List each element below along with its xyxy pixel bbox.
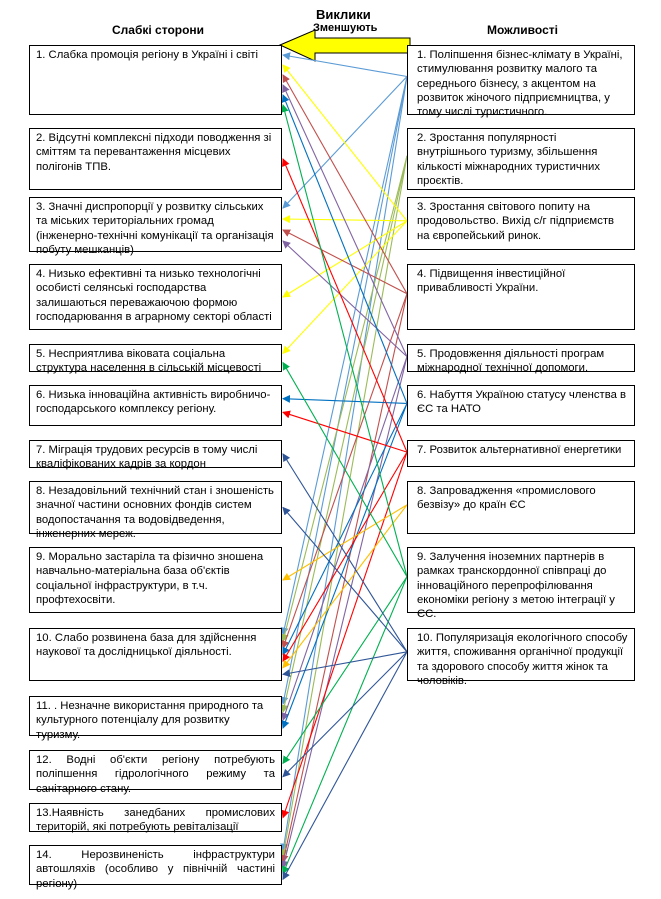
connection-arrow	[282, 651, 408, 778]
weakness-box: 11. . Незначне використання природного т…	[29, 696, 282, 741]
connection-arrow	[282, 504, 408, 581]
connection-arrow	[280, 293, 408, 864]
connection-arrow	[282, 453, 408, 653]
weakness-box: 12. Водні об'єкти регіону потребують пол…	[29, 750, 282, 795]
connection-arrow	[282, 74, 408, 294]
connection-arrow	[282, 158, 408, 453]
opportunity-box: 3. Зростання світового попиту на продово…	[407, 197, 635, 250]
weakness-box: 9. Морально застаріла та фізично зношена…	[29, 547, 282, 613]
connection-arrow	[281, 293, 408, 649]
connection-arrow	[281, 403, 408, 729]
weakness-box: 14. Нерозвиненість інфраструктури автошл…	[29, 845, 282, 890]
connection-arrow	[282, 576, 408, 765]
weakness-box: 13.Наявність занедбаних промислових тери…	[29, 803, 282, 833]
connection-arrow	[282, 52, 408, 78]
weaknesses-heading: Слабкі сторони	[112, 23, 205, 37]
opportunity-box: 6. Набуття Україною статусу членства в Є…	[407, 385, 635, 426]
connection-arrow	[282, 651, 408, 881]
weakness-box: 5. Несприятлива віковата соціальна струк…	[29, 344, 282, 374]
connection-arrow	[282, 410, 408, 453]
connection-arrow	[280, 76, 408, 852]
connection-arrow	[280, 356, 408, 869]
connection-arrow	[282, 651, 408, 678]
connection-arrow	[281, 356, 408, 721]
connection-arrow	[282, 506, 408, 653]
connection-arrow	[282, 576, 408, 875]
connection-arrow	[280, 104, 408, 577]
opportunity-box: 5. Продовження діяльності програм міжнар…	[407, 344, 635, 374]
opportunity-box: 7. Розвиток альтернативної енергетики	[407, 440, 635, 467]
connection-arrow	[281, 94, 408, 404]
opportunity-box: 10. Популяризація екологічного способу ж…	[407, 628, 635, 687]
connection-arrow	[282, 229, 408, 295]
connection-arrow	[282, 240, 408, 358]
connection-arrow	[280, 76, 408, 705]
connection-arrow	[282, 64, 408, 222]
connection-arrow	[282, 84, 408, 357]
weakness-box: 3. Значні диспропорції у розвитку сільсь…	[29, 197, 282, 256]
connection-arrow	[282, 361, 408, 577]
connection-arrow	[282, 504, 408, 669]
challenges-title: Виклики	[316, 7, 371, 22]
connection-arrow	[280, 155, 408, 643]
weakness-box: 10. Слабо розвинена база для здійснення …	[29, 628, 282, 681]
weakness-box: 2. Відсутні комплексні підходи поводженн…	[29, 128, 282, 190]
weakness-box: 8. Незадовільний технічний стан і зношен…	[29, 481, 282, 540]
opportunity-box: 8. Запровадження «промислового безвізу» …	[407, 481, 635, 534]
opportunity-box: 2. Зростання популярності внутрішнього т…	[407, 128, 635, 190]
opportunity-box: 9. Залучення іноземних партнерів в рамка…	[407, 547, 635, 620]
connection-arrow	[280, 155, 408, 858]
connection-arrow	[280, 76, 408, 636]
connection-arrow	[282, 220, 408, 355]
weakness-box: 7. Міграція трудових ресурсів в тому чис…	[29, 440, 282, 470]
weakness-box: 6. Низька інноваційна активність виробни…	[29, 385, 282, 426]
connection-arrow	[282, 451, 408, 662]
reduce-arrow	[278, 29, 411, 62]
opportunity-box: 1. Поліпшення бізнес-клімату в Україні, …	[407, 45, 635, 118]
opportunity-box: 4. Підвищення інвестиційної привабливост…	[407, 264, 635, 330]
weakness-box: 1. Слабка промоція регіону в Україні і с…	[29, 45, 282, 115]
connection-arrow	[282, 220, 408, 298]
opportunities-heading: Можливості	[487, 23, 558, 37]
weakness-box: 4. Низько ефективні та низько технологіч…	[29, 264, 282, 330]
reduce-label: Зменшують	[313, 22, 378, 34]
connection-arrow	[280, 155, 408, 713]
